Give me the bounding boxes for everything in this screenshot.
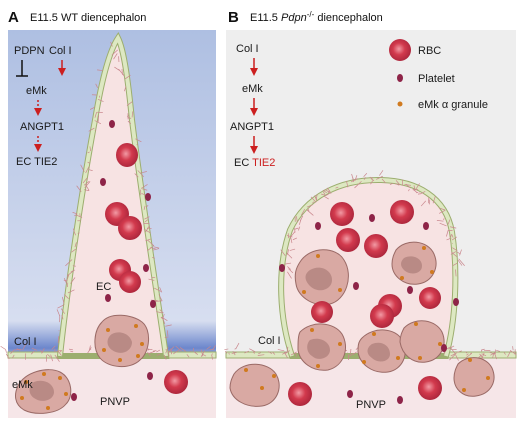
rbc <box>336 228 360 252</box>
col1-label-a-bottom: Col I <box>14 336 37 348</box>
emk-label-a-path: eMk <box>26 85 47 97</box>
platelet <box>71 393 77 401</box>
pathway-a: PDPN Col I eMk ANGPT1 EC TIE2 <box>14 45 72 168</box>
platelet <box>150 300 156 308</box>
legend-granule-swatch <box>397 101 403 107</box>
platelet <box>143 264 149 272</box>
angpt1-label-a: ANGPT1 <box>20 121 64 133</box>
panel-b: B E11.5 Pdpn-/- diencephalon <box>224 9 517 418</box>
platelet <box>147 372 153 380</box>
platelet <box>100 178 106 186</box>
dilated-vessel-endothelium <box>279 177 458 357</box>
rbc <box>418 376 442 400</box>
panel-b-letter: B <box>228 9 239 26</box>
rbc <box>330 202 354 226</box>
pdpn-label: PDPN <box>14 45 45 57</box>
rbc <box>164 370 188 394</box>
legend-platelet-label: Platelet <box>418 73 455 85</box>
rbc <box>419 287 441 309</box>
legend-rbc-label: RBC <box>418 45 441 57</box>
panel-a-title: E11.5 WT diencephalon <box>30 12 146 24</box>
emk-cell-vessel <box>94 314 149 367</box>
rbc-group-a <box>105 143 188 394</box>
panel-a-letter: A <box>8 9 19 26</box>
ec-label: EC <box>96 281 111 293</box>
rbc <box>288 382 312 406</box>
ec-tie2-label-a: EC TIE2 <box>16 156 57 168</box>
platelet <box>145 193 151 201</box>
rbc <box>311 301 333 323</box>
col1-label-b: Col I <box>236 43 259 55</box>
panel-b-title: E11.5 Pdpn-/- diencephalon <box>250 10 383 24</box>
legend-granule-label: eMk α granule <box>418 99 488 111</box>
legend-rbc-swatch <box>389 39 411 61</box>
emk-label-a-bottom: eMk <box>12 379 33 391</box>
platelets-b <box>279 214 459 404</box>
platelet <box>105 294 111 302</box>
rbc <box>116 143 138 167</box>
rbc <box>364 234 388 258</box>
rbc-group-b <box>288 200 442 406</box>
legend-platelet-swatch <box>397 74 403 82</box>
emk-cells-b <box>229 241 495 407</box>
panel-a: A E11.5 WT diencephalon <box>0 9 217 418</box>
platelet <box>109 120 115 128</box>
pnvp-label-b: PNVP <box>356 399 386 411</box>
platelets-a <box>71 120 156 401</box>
pathway-b: Col I eMk ANGPT1 EC TIE2 <box>230 43 275 169</box>
emk-cell-outside <box>15 369 72 414</box>
rbc <box>390 200 414 224</box>
emk-label-b: eMk <box>242 83 263 95</box>
rbc <box>370 304 394 328</box>
col1-label-b-bottom: Col I <box>258 335 281 347</box>
pnvp-label-a: PNVP <box>100 396 130 408</box>
col1-label-a: Col I <box>49 45 72 57</box>
angpt1-label-b: ANGPT1 <box>230 121 274 133</box>
rbc <box>119 271 141 293</box>
ec-tie2-label-b: EC TIE2 <box>234 157 275 169</box>
legend: RBC Platelet eMk α granule <box>389 39 488 111</box>
rbc <box>118 216 142 240</box>
